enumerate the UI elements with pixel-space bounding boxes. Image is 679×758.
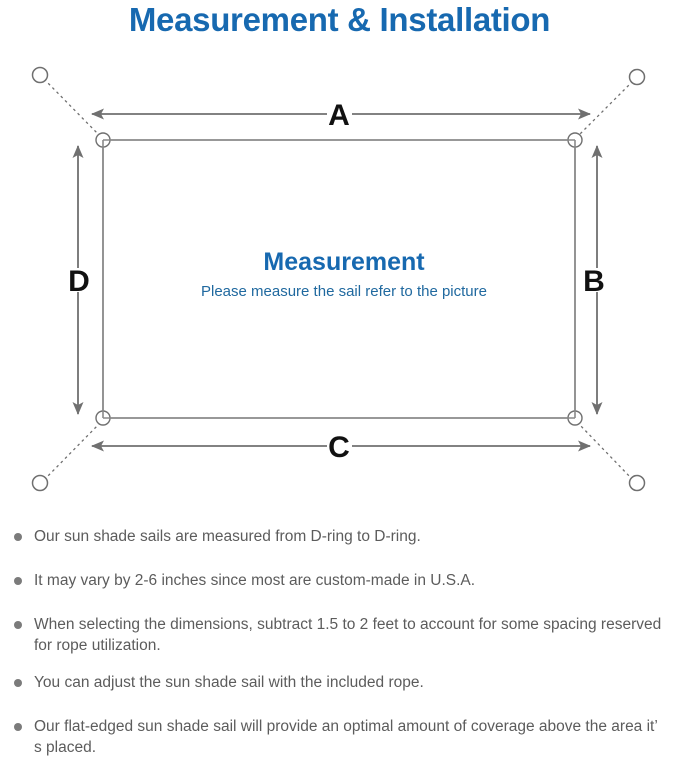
dimension-arrow-c: C — [91, 431, 591, 464]
measurement-diagram: A C D B Measurement Please measure the s… — [0, 44, 679, 520]
sail-outline — [102, 139, 576, 419]
rope-bottom-right — [577, 422, 634, 481]
dimension-label-d: D — [68, 265, 90, 298]
dimension-label-c: C — [328, 431, 350, 464]
list-item: You can adjust the sun shade sail with t… — [5, 672, 665, 693]
note-text: You can adjust the sun shade sail with t… — [34, 674, 424, 691]
sail-center-title: Measurement — [263, 248, 425, 276]
bullet-icon — [14, 577, 22, 585]
bullet-icon — [14, 533, 22, 541]
dimension-label-b: B — [583, 265, 605, 298]
rope-top-left — [43, 78, 101, 137]
sail-center-subtitle: Please measure the sail refer to the pic… — [201, 283, 487, 300]
list-item: Our sun shade sails are measured from D-… — [5, 526, 665, 547]
anchor-bottom-right-icon — [628, 474, 646, 492]
rope-bottom-left — [43, 422, 101, 481]
sail-edges-overlay — [102, 139, 576, 419]
bullet-icon — [14, 621, 22, 629]
page-title: Measurement & Installation — [128, 1, 551, 38]
dimension-arrow-a: A — [91, 99, 591, 132]
corner-d-rings — [95, 132, 583, 426]
note-text: Our flat-edged sun shade sail will provi… — [34, 718, 658, 756]
bullet-icon — [14, 723, 22, 731]
rope-lines — [43, 78, 634, 481]
dimension-arrow-d: D — [68, 145, 90, 415]
notes-list: Our sun shade sails are measured from D-… — [0, 521, 679, 756]
dimension-label-a: A — [328, 99, 350, 132]
list-item: When selecting the dimensions, subtract … — [5, 614, 665, 656]
dimension-arrow-b: B — [583, 145, 605, 415]
list-item: Our flat-edged sun shade sail will provi… — [5, 716, 665, 758]
note-text: Our sun shade sails are measured from D-… — [34, 528, 421, 545]
list-item: It may vary by 2-6 inches since most are… — [5, 570, 665, 591]
anchor-top-right-icon — [628, 68, 646, 86]
note-text: It may vary by 2-6 inches since most are… — [34, 572, 476, 589]
anchor-bottom-left-icon — [31, 474, 49, 492]
bullet-icon — [14, 679, 22, 687]
note-text: When selecting the dimensions, subtract … — [34, 616, 662, 654]
anchor-top-left-icon — [31, 66, 49, 84]
rope-top-right — [577, 80, 634, 137]
anchor-points — [31, 66, 646, 492]
